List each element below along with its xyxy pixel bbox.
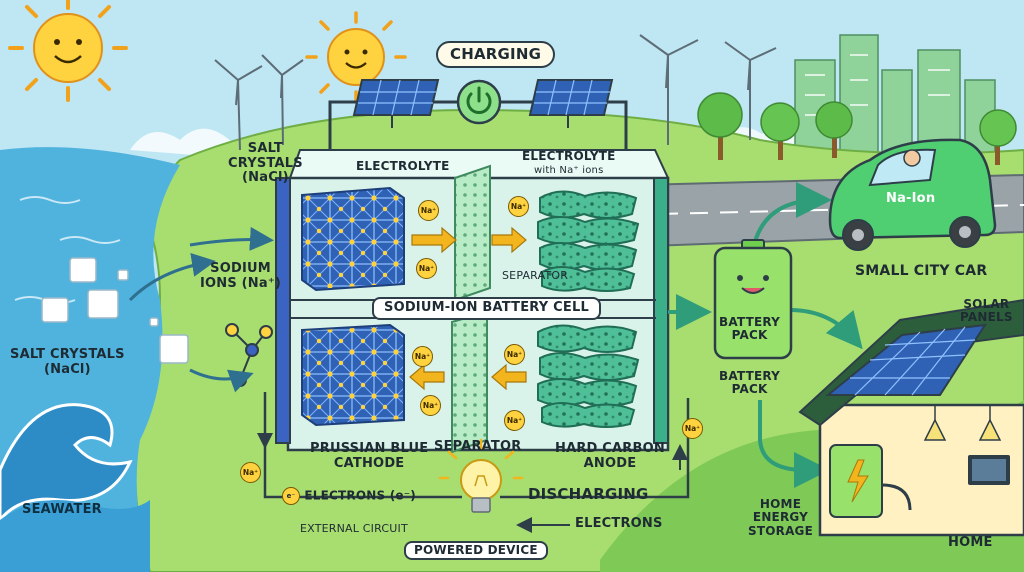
battery-pack-label: BATTERY PACK [719, 316, 780, 343]
cathode-label: PRUSSIAN BLUE CATHODE [310, 442, 428, 471]
salt-crystals-left-label: SALT CRYSTALS (NaCl) [10, 348, 125, 377]
home-label: HOME [948, 536, 993, 551]
car-badge: Na-Ion [886, 192, 935, 207]
sodium-ion: Na⁺ [682, 418, 703, 439]
external-circuit-label: EXTERNAL CIRCUIT [300, 523, 408, 535]
solar-panels-label: SOLAR PANELS [960, 298, 1013, 325]
sodium-ion: Na⁺ [508, 196, 529, 217]
electrolyte-na-label: ELECTROLYTE with Na⁺ ions [522, 150, 616, 177]
sodium-ion: Na⁺ [504, 344, 525, 365]
sodium-ion: Na⁺ [418, 200, 439, 221]
sodium-ion: Na⁺ [504, 410, 525, 431]
electrolyte-label: ELECTROLYTE [356, 160, 450, 173]
battery-pack-below-label: BATTERY PACK [719, 370, 780, 397]
sodium-ion: Na⁺ [420, 395, 441, 416]
charging-label: CHARGING [436, 41, 555, 68]
salt-crystals-top-label: SALT CRYSTALS (NaCl) [228, 142, 303, 186]
home-energy-storage-label: HOME ENERGY STORAGE [748, 498, 813, 538]
sodium-ion: Na⁺ [416, 258, 437, 279]
sodium-ions-label: SODIUM IONS (Na⁺) [200, 262, 281, 291]
small-city-car-label: SMALL CITY CAR [855, 264, 987, 280]
separator-bottom-label: SEPARATOR [434, 440, 521, 455]
power-button-icon [458, 81, 500, 123]
discharging-label: DISCHARGING [528, 486, 649, 503]
electron-icon: e⁻ [282, 487, 300, 505]
sodium-ion: Na⁺ [412, 346, 433, 367]
electrons-arrow-label: ELECTRONS [575, 517, 663, 532]
separator-top-label: SEPARATOR [502, 270, 568, 282]
sodium-ion: Na⁺ [240, 462, 261, 483]
seawater-label: SEAWATER [22, 503, 102, 518]
anode-label: HARD CARBON ANODE [555, 442, 665, 471]
battery-cell-title: SODIUM-ION BATTERY CELL [372, 297, 601, 320]
powered-device-label: POWERED DEVICE [404, 541, 548, 560]
electrons-label: e⁻ ELECTRONS (e⁻) [282, 487, 416, 505]
